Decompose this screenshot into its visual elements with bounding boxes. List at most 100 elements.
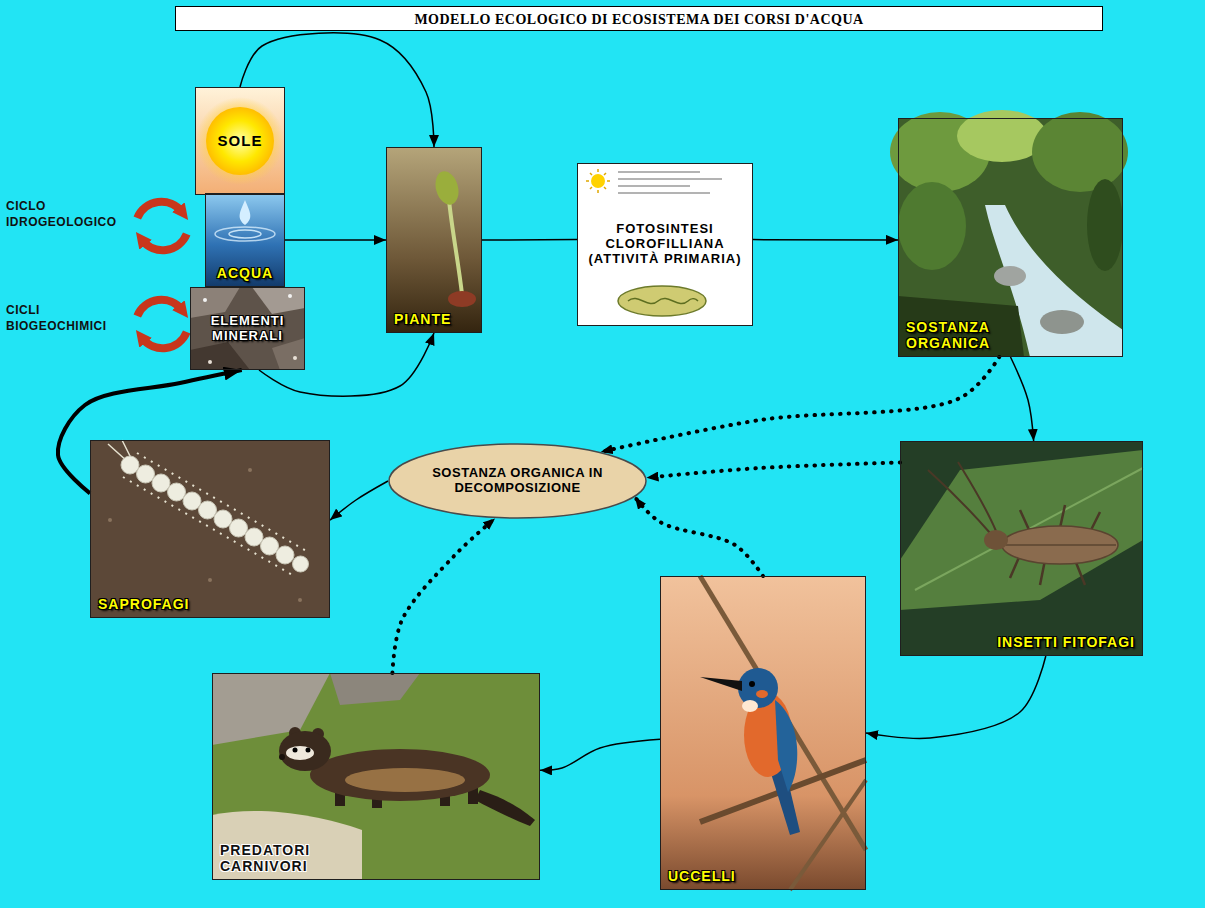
seedling-stem	[449, 200, 462, 294]
centipede-segment	[276, 546, 294, 564]
soil-grain	[298, 598, 302, 602]
centipede-legs	[123, 477, 294, 576]
small-sun	[591, 174, 605, 188]
centipede-segment	[261, 537, 279, 555]
bird-throat	[742, 700, 758, 712]
mineral-stone	[190, 342, 250, 370]
ferret-body	[310, 749, 490, 801]
bird-wing	[775, 700, 797, 792]
ferret-tail	[475, 790, 535, 826]
stream-picture	[890, 110, 1128, 357]
ground	[212, 811, 362, 880]
bird-picture	[660, 576, 866, 890]
hydrological-cycle-icon	[137, 202, 186, 250]
plants-box: PIANTE	[386, 147, 482, 333]
ferret-flank	[345, 768, 465, 792]
water-picture	[205, 193, 285, 287]
ellipse-shape	[389, 444, 646, 518]
predators-box: PREDATORI CARNIVORI	[212, 673, 540, 880]
water-drop	[240, 200, 251, 225]
predator-picture	[212, 673, 540, 880]
bird-cheek	[756, 690, 768, 698]
saprophages-box: SAPROFAGI	[90, 440, 330, 618]
branch	[790, 780, 866, 890]
mineral-grain	[203, 298, 207, 302]
label-slot: CICLI BIOGEOCHIMICI	[6, 302, 126, 334]
leaf-vein	[915, 468, 1143, 590]
soil-background	[90, 440, 330, 618]
mineral-grain	[288, 294, 292, 298]
insect-picture	[900, 441, 1143, 656]
label-slot: CICLO IDROGEOLOGICO	[6, 198, 126, 230]
node-label: SOSTANZA ORGANICA IN DECOMPOSIZIONE	[431, 466, 605, 496]
node-label: ELEMENTI MINERALI	[198, 314, 297, 344]
stream-rock	[994, 266, 1026, 286]
centipede-segment	[293, 556, 309, 572]
photosynthesis-box: FOTOSINTESI CLOROFILLIANA (ATTIVITÀ PRIM…	[577, 163, 753, 326]
formula-lines	[618, 172, 722, 193]
bird-background	[660, 576, 866, 890]
node-label: ACQUA	[217, 265, 273, 281]
mineral-grain	[293, 356, 297, 360]
grass-background	[212, 673, 540, 880]
ferret-eye	[293, 748, 298, 753]
centipede-segment	[121, 456, 139, 474]
water-background	[205, 193, 285, 287]
connector-arrow	[1011, 357, 1034, 441]
ferret-eye	[306, 748, 311, 753]
mineral-stone	[272, 338, 305, 370]
cycle-label: CICLO IDROGEOLOGICO	[6, 198, 126, 230]
diagram-title: MODELLO ECOLOGICO DI ECOSISTEMA DEI CORS…	[414, 8, 863, 31]
leaf-background	[900, 441, 1143, 656]
bird-beak	[700, 677, 742, 691]
foliage	[1087, 179, 1123, 271]
beetle-antenna	[928, 462, 996, 533]
plant-picture	[386, 147, 482, 333]
minerals-box: ELEMENTI MINERALI	[190, 287, 305, 370]
node-label: SOLE	[218, 132, 263, 149]
beetle-head	[984, 530, 1008, 550]
connector-arrow	[753, 239, 898, 241]
cycle-arc	[142, 234, 187, 250]
cycle-arc	[137, 202, 182, 218]
foliage	[1032, 112, 1128, 192]
centipede-segment	[183, 492, 201, 510]
sun-box: SOLE	[195, 87, 285, 195]
soil-grain	[208, 578, 212, 582]
organic-matter-box: SOSTANZA ORGANICA	[898, 118, 1123, 357]
centipede-segment	[137, 465, 155, 483]
sun-picture	[195, 87, 285, 195]
photosynthesis-background	[577, 163, 753, 326]
insects-box: INSETTI FITOFAGI	[900, 441, 1143, 656]
saprophage-picture	[90, 440, 330, 618]
dotted-connector	[635, 497, 763, 576]
connector-arrow	[285, 239, 386, 241]
ferret-nose	[279, 754, 285, 760]
water-ripple	[215, 227, 275, 241]
dotted-connector	[647, 463, 900, 478]
plant-background	[386, 147, 482, 333]
beetle-wing-line	[1006, 544, 1116, 546]
beetle-body	[1002, 526, 1118, 564]
photosynthesis-picture	[577, 163, 753, 326]
birds-box: UCCELLI	[660, 576, 866, 890]
node-label: INSETTI FITOFAGI	[997, 634, 1135, 650]
ferret-head	[279, 731, 331, 771]
mineral-stone	[252, 287, 305, 314]
dark-bank	[898, 296, 1024, 357]
decomposition-ellipse: SOSTANZA ORGANICA IN DECOMPOSIZIONE	[388, 443, 647, 519]
rock	[330, 673, 420, 705]
connector-arrow	[866, 656, 1046, 738]
minerals-background	[190, 287, 305, 370]
cycle-arc	[137, 300, 182, 316]
connector-arrow	[482, 239, 577, 241]
sun-halo	[196, 97, 284, 185]
sun-background	[195, 87, 285, 195]
node-label: UCCELLI	[668, 868, 736, 884]
thylakoid	[628, 298, 698, 303]
centipede-body	[121, 456, 309, 572]
node-label: PIANTE	[394, 311, 451, 327]
dotted-connector	[392, 518, 495, 673]
